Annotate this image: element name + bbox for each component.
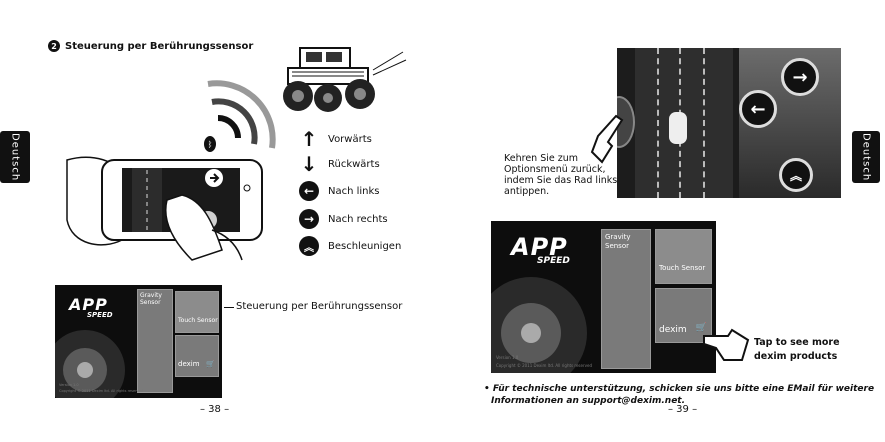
control-label: Vorwärts (328, 133, 372, 145)
touch-sensor-tile[interactable]: Touch Sensor (175, 291, 219, 333)
pointing-hand-icon (590, 114, 624, 164)
dexim-note-line2: dexim products (754, 351, 838, 362)
section-heading: 2 Steuerung per Berührungssensor (48, 40, 253, 52)
support-note-line2: Informationen an support@dexim.net. (491, 396, 686, 406)
app-menu-screenshot-left: APP SPEED Gravity Sensor Touch Sensor de… (55, 285, 222, 398)
side-tab-label: Deutsch (860, 132, 872, 182)
app-logo-sub: SPEED (537, 256, 570, 266)
screenshot-caption: Steuerung per Berührungssensor (236, 301, 403, 312)
app-logo-main: APP (69, 295, 108, 314)
bluetooth-signal-icon: ᛒ (204, 80, 276, 152)
tile-label: dexim (178, 360, 200, 368)
heading-text: Steuerung per Berührungssensor (65, 40, 254, 52)
support-text-1: Für technische unterstützung, schicken s… (492, 384, 875, 394)
app-logo-main: APP (511, 233, 568, 261)
cart-icon: 🛒 (206, 360, 215, 368)
control-row-left: ← Nach links (298, 180, 380, 202)
app-version: Version 1.0 (59, 383, 79, 387)
accelerate-circle-icon: ︽ (298, 235, 320, 257)
support-note-line1: • Für technische unterstützung, schicken… (484, 383, 874, 395)
control-label: Nach rechts (328, 213, 388, 225)
app-menu-screenshot-right: APP SPEED Gravity Sensor Touch Sensor de… (491, 221, 716, 373)
tire-image (55, 330, 125, 398)
gravity-sensor-tile[interactable]: Gravity Sensor (601, 229, 651, 369)
arrow-down-icon: ↓ (300, 152, 318, 176)
support-note: • Für technische unterstützung, schicken… (484, 383, 874, 407)
page-number-left: – 38 – (200, 404, 230, 415)
control-label: Beschleunigen (328, 240, 402, 252)
dexim-note-line1: Tap to see more (754, 337, 840, 348)
tile-label: Touch Sensor (659, 264, 706, 272)
cart-icon: 🛒 (695, 323, 707, 333)
app-copyright: Copyright © 2011 Dexim ltd. All rights r… (59, 389, 143, 393)
lane-marking (703, 48, 705, 198)
tile-label: Gravity Sensor (605, 233, 631, 250)
app-version: Version 1.0 (496, 355, 519, 360)
accelerate-circle-icon[interactable]: ︽ (779, 158, 813, 192)
page-number-right: – 39 – (668, 404, 698, 415)
dexim-store-tile[interactable]: dexim 🛒 (655, 288, 712, 343)
control-row-right: → Nach rechts (298, 208, 388, 230)
tile-label: dexim (659, 325, 687, 335)
control-row-forward: ↑ Vorwärts (298, 127, 372, 151)
control-row-accelerate: ︽ Beschleunigen (298, 235, 401, 257)
arrow-left-circle-icon: ← (298, 180, 320, 202)
heading-number-badge: 2 (48, 40, 60, 52)
app-logo: APP SPEED (69, 295, 113, 319)
bullet: • (484, 384, 490, 394)
screenshot-caption-line (224, 307, 234, 308)
control-row-backward: ↓ Rückwärts (298, 152, 380, 176)
touch-sensor-tile[interactable]: Touch Sensor (655, 229, 712, 284)
app-logo-sub: SPEED (87, 311, 113, 319)
player-car (669, 112, 687, 144)
wheel-menu-note: Kehren Sie zum Optionsmenü zurück, indem… (504, 153, 618, 197)
dexim-products-note: Tap to see more dexim products (754, 337, 840, 362)
phone-in-hands-illustration (66, 156, 263, 261)
side-tab-label: Deutsch (9, 132, 21, 182)
svg-text:ᛒ: ᛒ (208, 140, 213, 149)
gravity-sensor-tile[interactable]: Gravity Sensor (137, 289, 173, 393)
tile-label: Touch Sensor (178, 317, 218, 324)
app-copyright: Copyright © 2011 Dexim ltd. All rights r… (496, 363, 592, 368)
tile-label: Gravity Sensor (140, 292, 162, 306)
arrow-right-circle-icon: → (298, 208, 320, 230)
app-logo: APP SPEED (511, 233, 570, 266)
language-side-tab-right: Deutsch (852, 131, 880, 183)
arrow-left-circle-icon[interactable]: ← (739, 90, 777, 128)
driving-game-screenshot: → ← ︽ (617, 48, 841, 198)
pointing-hand-icon (703, 328, 750, 361)
arrow-right-circle-icon[interactable]: → (781, 58, 819, 96)
dexim-store-tile[interactable]: dexim 🛒 (175, 335, 219, 377)
tire-image (491, 277, 587, 373)
lane-marking (657, 48, 659, 198)
control-label: Nach links (328, 185, 380, 197)
arrow-up-icon: ↑ (300, 127, 318, 151)
control-label: Rückwärts (328, 158, 380, 170)
language-side-tab-left: Deutsch (0, 131, 30, 183)
monster-truck-illustration (283, 47, 407, 112)
